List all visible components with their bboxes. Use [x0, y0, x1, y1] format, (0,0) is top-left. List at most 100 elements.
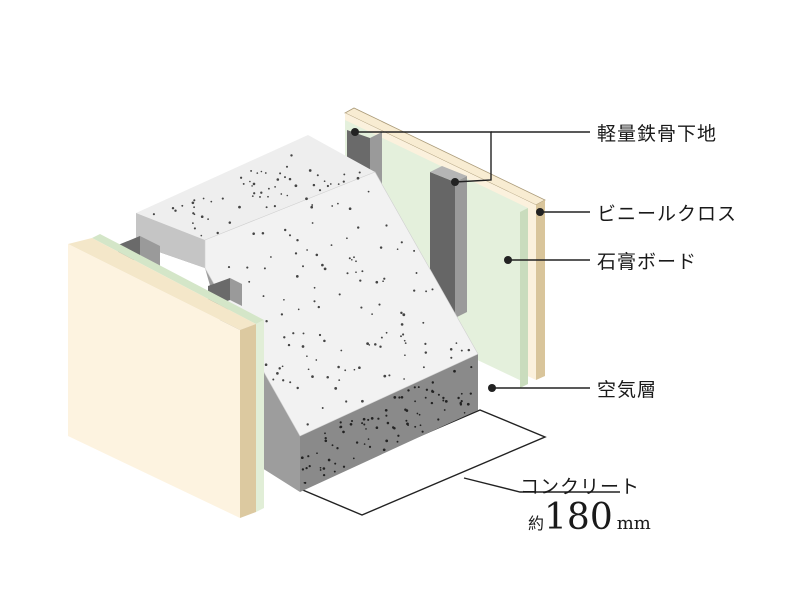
speckle: [191, 201, 195, 205]
speckle: [444, 400, 448, 403]
speckle: [221, 197, 224, 200]
speckle: [331, 444, 334, 447]
speckle: [259, 195, 261, 198]
speckle: [385, 331, 388, 334]
thickness-prefix: 約: [528, 514, 545, 533]
speckle: [407, 424, 409, 427]
speckle: [260, 191, 263, 194]
speckle: [386, 421, 390, 425]
speckle: [463, 412, 466, 414]
speckle: [460, 349, 463, 352]
speckle: [375, 426, 379, 430]
speckle: [337, 202, 339, 205]
speckle: [443, 409, 446, 411]
speckle: [346, 272, 349, 275]
speckle: [171, 206, 175, 210]
speckle: [296, 238, 299, 242]
back-gypsum-edge: [520, 208, 528, 388]
speckle: [283, 298, 285, 301]
speckle: [413, 249, 416, 252]
speckle: [315, 253, 319, 257]
leader-dots: [351, 128, 544, 392]
speckle: [430, 401, 434, 405]
speckle: [264, 363, 268, 366]
speckle: [346, 237, 348, 240]
label-air-layer: 空気層: [597, 379, 658, 401]
speckle: [307, 368, 310, 371]
speckle: [300, 456, 304, 460]
speckle: [315, 359, 318, 361]
speckle: [378, 303, 381, 306]
speckle: [276, 372, 279, 375]
speckle: [265, 206, 268, 209]
speckle: [319, 466, 322, 469]
thickness-number: 180: [544, 497, 613, 538]
speckle: [368, 445, 372, 449]
speckle: [415, 272, 418, 274]
speckle: [419, 424, 422, 427]
speckle: [313, 300, 316, 303]
speckle: [318, 333, 322, 337]
speckle: [210, 200, 213, 203]
speckle: [368, 344, 371, 346]
speckle: [345, 400, 348, 403]
speckle: [367, 438, 370, 440]
speckle: [367, 418, 370, 421]
speckle: [403, 378, 405, 380]
speckle: [361, 270, 364, 273]
speckle: [216, 231, 219, 235]
concrete-front-speckles: [300, 366, 473, 484]
speckle: [193, 206, 195, 209]
speckle: [239, 176, 243, 179]
speckle: [400, 396, 404, 399]
speckle: [252, 182, 256, 186]
back-cloth-edge: [536, 200, 545, 380]
speckle: [413, 386, 416, 389]
label-vinyl-cloth: ビニールクロス: [597, 203, 738, 225]
speckle: [322, 473, 326, 477]
speckle: [418, 413, 421, 416]
speckle: [402, 313, 406, 317]
speckle: [256, 172, 259, 174]
speckle: [352, 457, 355, 460]
speckle: [284, 176, 286, 179]
speckle: [396, 248, 399, 251]
label-concrete: コンクリート: [520, 476, 641, 498]
speckle: [361, 399, 364, 403]
speckle: [383, 374, 387, 378]
speckle: [301, 345, 305, 348]
speckle: [393, 396, 397, 399]
speckle: [307, 455, 310, 458]
speckle: [337, 365, 340, 369]
speckle: [333, 470, 336, 473]
speckle: [379, 246, 383, 249]
speckle: [305, 466, 308, 470]
speckle: [227, 266, 231, 269]
speckle: [267, 187, 270, 190]
speckle: [321, 407, 324, 409]
speckle: [287, 343, 291, 347]
speckle: [253, 192, 256, 195]
speckle: [353, 256, 355, 259]
speckle: [385, 224, 388, 227]
speckle: [297, 308, 300, 311]
speckle: [403, 339, 406, 342]
speckle: [288, 177, 292, 181]
front-cloth-top: [68, 238, 256, 330]
speckle: [336, 447, 339, 450]
speckle: [405, 419, 408, 422]
speckle: [308, 169, 312, 172]
speckle: [450, 356, 453, 359]
speckle: [274, 186, 276, 188]
front-wall-panel: [68, 234, 264, 518]
speckle: [400, 323, 404, 326]
speckle: [396, 440, 399, 443]
speckle: [264, 172, 267, 174]
speckle: [449, 348, 453, 351]
speckle: [262, 295, 265, 298]
speckle: [252, 232, 256, 236]
speckle: [302, 265, 304, 268]
speckle: [422, 321, 425, 324]
